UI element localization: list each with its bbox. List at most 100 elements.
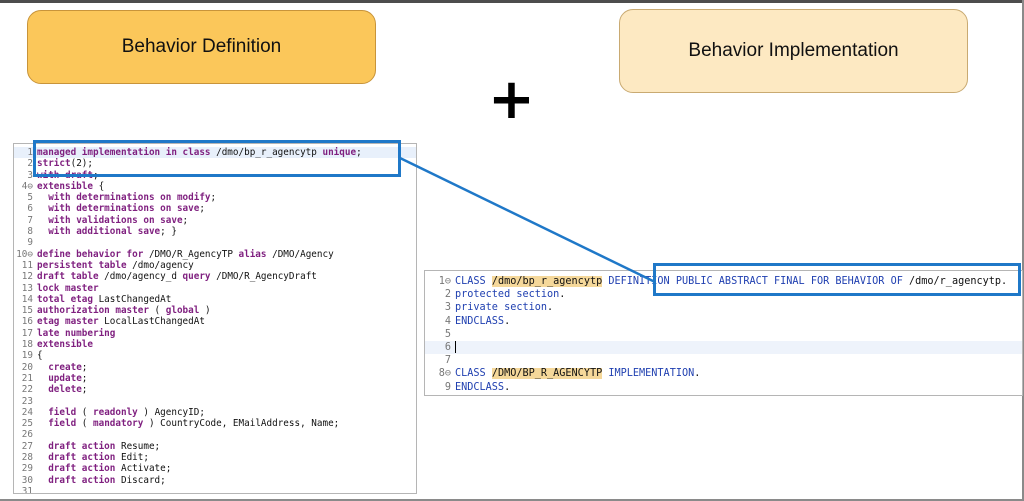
top-border bbox=[0, 0, 1024, 3]
implementation-code-line-code: CLASS /DMO/BP_R_AGENCYTP IMPLEMENTATION. bbox=[455, 368, 701, 380]
definition-code-line[interactable]: 19 { bbox=[14, 350, 416, 361]
definition-code-line[interactable]: 31 bbox=[14, 485, 416, 494]
definition-code-line[interactable]: 20 create; bbox=[14, 362, 416, 373]
implementation-code-line-number: 5 bbox=[444, 328, 451, 340]
definition-code-line-number: 4⊖ bbox=[21, 180, 33, 192]
definition-code-line-code: { bbox=[37, 350, 43, 362]
definition-code-line[interactable]: 21 update; bbox=[14, 373, 416, 384]
plus-icon: + bbox=[488, 67, 535, 132]
implementation-code-line[interactable]: 6 bbox=[425, 340, 1022, 355]
implementation-code-line[interactable]: 7 bbox=[425, 354, 1022, 367]
definition-code-line-number: 24 bbox=[21, 406, 33, 418]
definition-code-line-code: update; bbox=[48, 372, 88, 384]
definition-code-line[interactable]: 7 with validations on save; bbox=[14, 215, 416, 226]
definition-code-line-code: draft action Activate; bbox=[48, 463, 172, 475]
definition-code-line-number: 27 bbox=[21, 440, 33, 452]
implementation-code-line-number: 1⊖ bbox=[438, 276, 451, 287]
definition-code-line-number: 28 bbox=[21, 452, 33, 464]
definition-code-line-code: with additional save; } bbox=[48, 226, 177, 238]
definition-code-line[interactable]: 23 bbox=[14, 396, 416, 407]
behavior-definition-label: Behavior Definition bbox=[121, 36, 282, 57]
behavior-implementation-box: Behavior Implementation bbox=[619, 9, 968, 93]
definition-code-line-number: 17 bbox=[21, 327, 33, 339]
definition-code-line-number: 19 bbox=[21, 350, 33, 362]
definition-code-line-number: 23 bbox=[21, 395, 33, 407]
definition-callout-box bbox=[33, 140, 401, 177]
definition-code-line-code: delete; bbox=[48, 384, 88, 396]
definition-code-line[interactable]: 24 field ( readonly ) AgencyID; bbox=[14, 407, 416, 418]
definition-code-line-code: field ( mandatory ) CountryCode, EMailAd… bbox=[48, 418, 340, 430]
definition-code-line[interactable]: 6 with determinations on save; bbox=[14, 203, 416, 214]
definition-code-line-code: with determinations on save; bbox=[48, 203, 205, 215]
implementation-code-line-number: 3 bbox=[444, 302, 451, 314]
definition-code-line-number: 26 bbox=[21, 429, 33, 441]
implementation-code-line-number: 4 bbox=[444, 315, 451, 327]
definition-code-line-code: authorization master ( global ) bbox=[37, 305, 211, 317]
definition-code-line-code: total etag LastChangedAt bbox=[37, 293, 172, 305]
definition-code-line[interactable]: 25 field ( mandatory ) CountryCode, EMai… bbox=[14, 418, 416, 429]
definition-code-line-number: 8 bbox=[27, 226, 33, 238]
definition-code-line-number: 31 bbox=[21, 485, 33, 494]
definition-code-line[interactable]: 8 with additional save; } bbox=[14, 226, 416, 237]
implementation-code-line[interactable]: 3 private section. bbox=[425, 301, 1022, 314]
definition-code-line-number: 15 bbox=[21, 305, 33, 317]
implementation-code-line-number: 6 bbox=[444, 341, 451, 353]
definition-code-line-number: 2 bbox=[27, 158, 33, 170]
implementation-code-line-number: 2 bbox=[444, 289, 451, 301]
definition-code-line[interactable]: 5 with determinations on modify; bbox=[14, 192, 416, 203]
implementation-code-line-code: private section. bbox=[455, 302, 554, 314]
definition-code-line-code: draft action Resume; bbox=[48, 440, 161, 452]
definition-code-line-code: create; bbox=[48, 361, 88, 373]
definition-code-line-code: field ( readonly ) AgencyID; bbox=[48, 406, 205, 418]
definition-code-line-number: 7 bbox=[27, 214, 33, 226]
definition-code-line-number: 10⊖ bbox=[16, 248, 33, 260]
definition-code-line[interactable]: 28 draft action Edit; bbox=[14, 452, 416, 463]
implementation-code-line[interactable]: 8⊖ CLASS /DMO/BP_R_AGENCYTP IMPLEMENTATIO… bbox=[425, 367, 1022, 380]
definition-code-line[interactable]: 15 authorization master ( global ) bbox=[14, 305, 416, 316]
implementation-code-line[interactable]: 5 bbox=[425, 328, 1022, 341]
definition-code-line[interactable]: 10⊖define behavior for /DMO/R_AgencyTP a… bbox=[14, 249, 416, 260]
definition-code-line-code: extensible bbox=[37, 339, 93, 351]
implementation-code-line-code bbox=[455, 340, 456, 354]
definition-code-line[interactable]: 26 bbox=[14, 429, 416, 440]
implementation-code-line-number: 8⊖ bbox=[438, 368, 451, 380]
definition-code-line-number: 29 bbox=[21, 463, 33, 475]
definition-code-line[interactable]: 9 bbox=[14, 237, 416, 248]
definition-code-line[interactable]: 22 delete; bbox=[14, 384, 416, 395]
definition-code-line-number: 9 bbox=[27, 237, 33, 249]
definition-code-line-number: 25 bbox=[21, 418, 33, 430]
behavior-definition-box: Behavior Definition bbox=[27, 10, 376, 84]
behavior-implementation-label: Behavior Implementation bbox=[688, 40, 899, 61]
definition-code-line-number: 6 bbox=[27, 203, 33, 215]
definition-code-line-number: 1 bbox=[27, 147, 33, 158]
right-border bbox=[1022, 0, 1024, 501]
definition-code-line-number: 13 bbox=[21, 282, 33, 294]
definition-code-line-code: draft action Discard; bbox=[48, 474, 166, 486]
definition-code-line[interactable]: 30 draft action Discard; bbox=[14, 475, 416, 486]
definition-code-line-number: 20 bbox=[21, 361, 33, 373]
definition-code-line[interactable]: 4⊖ extensible { bbox=[14, 181, 416, 192]
definition-code-line-code: extensible { bbox=[37, 180, 105, 192]
definition-code-line-code: persistent table /dmo/agency bbox=[37, 259, 194, 271]
definition-code-line-code: with determinations on modify; bbox=[48, 192, 217, 204]
definition-code-line-code: draft action Edit; bbox=[48, 452, 149, 464]
definition-code-line-number: 22 bbox=[21, 384, 33, 396]
definition-code-line-number: 30 bbox=[21, 474, 33, 486]
definition-code-line[interactable]: 27 draft action Resume; bbox=[14, 441, 416, 452]
definition-code-line[interactable]: 29 draft action Activate; bbox=[14, 463, 416, 474]
connector-line bbox=[399, 156, 656, 284]
definition-code-line-number: 3 bbox=[27, 169, 33, 181]
